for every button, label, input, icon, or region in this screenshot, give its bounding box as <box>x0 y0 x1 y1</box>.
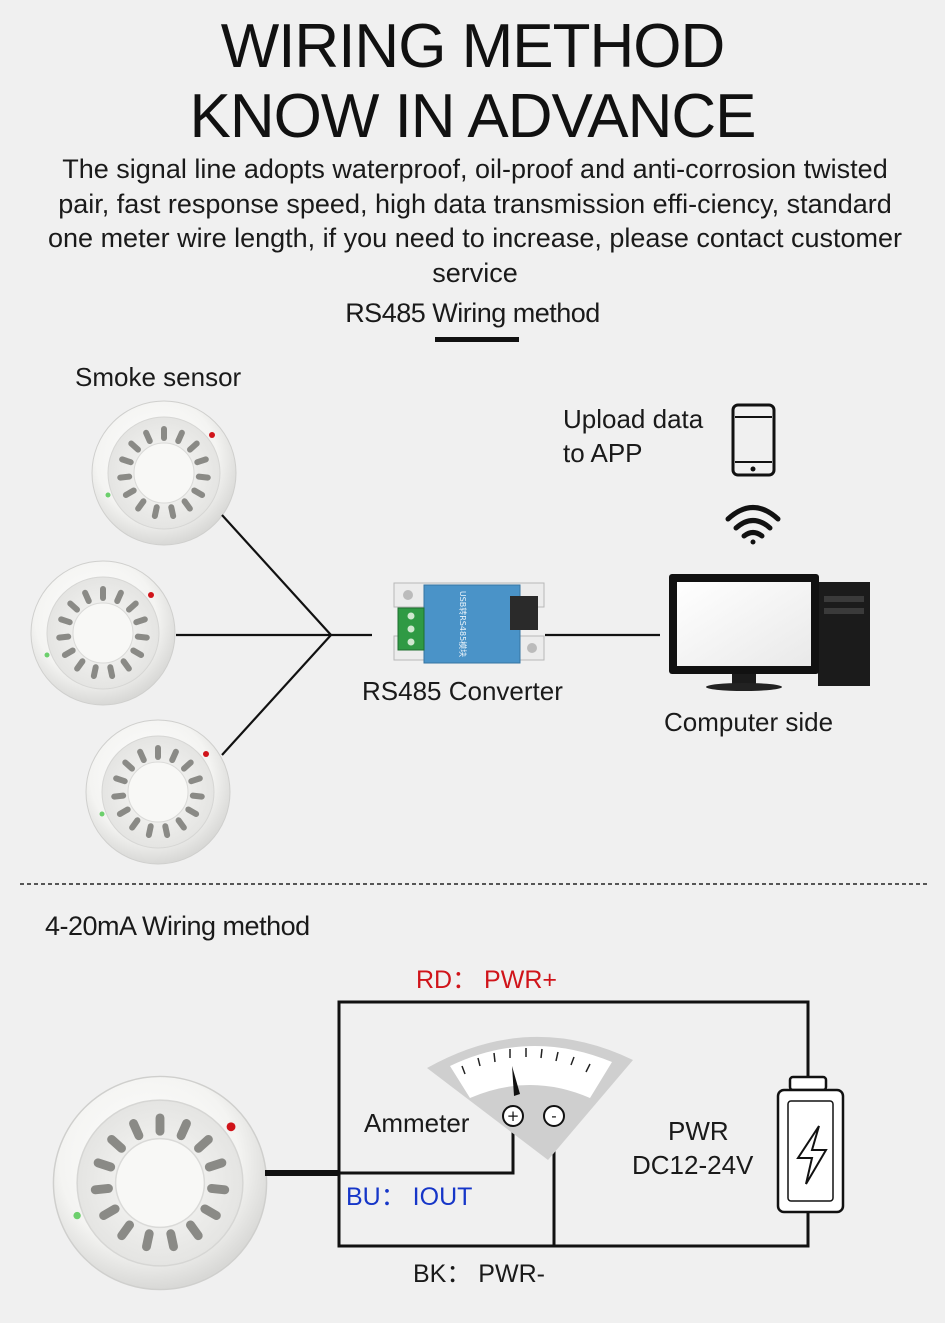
minus-terminal: - <box>551 1107 556 1125</box>
computer-icon <box>669 574 870 691</box>
description: The signal line adopts waterproof, oil-p… <box>48 154 902 288</box>
rs485-converter-label: RS485 Converter <box>362 676 563 706</box>
converter-print: USB转RS485模块 <box>458 591 468 657</box>
smoke-sensor-label: Smoke sensor <box>75 362 242 392</box>
red-wire-label: RD： PWR+ <box>416 966 557 994</box>
blue-wire-label: BU： IOUT <box>346 1183 473 1211</box>
ammeter-label: Ammeter <box>364 1108 470 1138</box>
upload-label-line2: to APP <box>563 438 643 468</box>
phone-icon <box>731 403 776 477</box>
rs485-converter: USB转RS485模块 <box>393 582 545 664</box>
voltage-label: DC12-24V <box>632 1150 754 1180</box>
ammeter-icon: + - <box>427 1036 633 1160</box>
title-line-1: WIRING METHOD <box>220 12 726 81</box>
smoke-sensor-1 <box>91 400 237 546</box>
ma-section-title: 4-20mA Wiring method <box>45 911 310 941</box>
smoke-sensor-3 <box>85 719 231 865</box>
smoke-sensor-2 <box>30 560 176 706</box>
battery-icon <box>776 1075 845 1214</box>
pwr-label: PWR <box>668 1116 729 1146</box>
wifi-icon <box>725 505 781 545</box>
black-wire-label: BK： PWR- <box>413 1260 545 1288</box>
rs485-wires <box>176 514 660 756</box>
computer-side-label: Computer side <box>664 707 834 737</box>
smoke-sensor-large <box>52 1075 268 1291</box>
rs485-section-title: RS485 Wiring method <box>345 298 600 328</box>
upload-label-line1: Upload data <box>563 404 704 434</box>
title-underline <box>435 337 519 342</box>
plus-terminal: + <box>507 1107 520 1125</box>
title-line-2: KNOW IN ADVANCE <box>189 82 756 151</box>
